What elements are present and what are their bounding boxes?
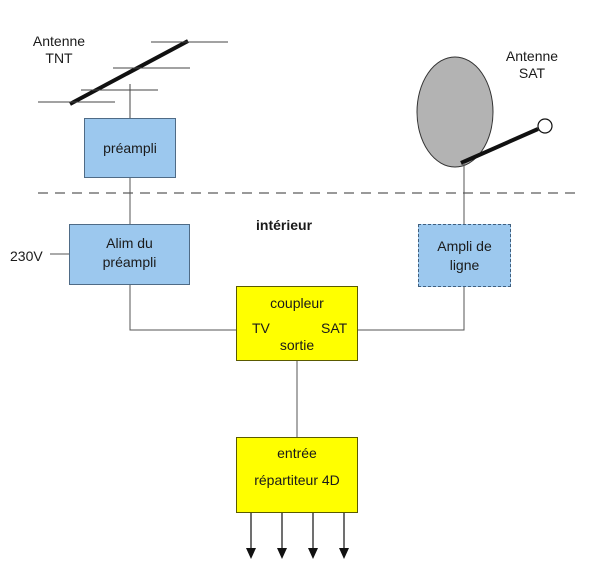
alim-preampli-box: Alim du préampli [69,224,190,285]
coupleur-sat-input: SAT [321,320,348,336]
ampli-ligne-box: Ampli de ligne [418,224,511,287]
satellite-dish-icon [416,56,553,168]
coupleur-sortie: sortie [279,337,315,353]
ampli-line2: ligne [449,257,480,273]
arrow-down-icon [339,513,349,559]
repartiteur-name: répartiteur 4D [254,472,340,488]
power-230v-label: 230V [10,248,43,264]
antenne-sat-line2: SAT [518,65,546,81]
wire-ampli-coupleur [357,287,465,331]
wire-alim-coupleur [129,285,237,331]
antenne-tnt-line1: Antenne [32,33,86,49]
preampli-box: préampli [84,118,176,178]
alim-line2: préampli [102,254,157,270]
alim-line1: Alim du [106,235,153,251]
coupleur-tv-input: TV [252,320,270,336]
preampli-label: préampli [103,140,157,156]
repartiteur-entree: entrée [277,445,317,461]
arrow-down-icon [246,513,256,559]
antenne-tnt-label: Antenne TNT [27,33,91,67]
antenne-tnt-line2: TNT [45,50,73,66]
antenne-sat-label: Antenne SAT [497,48,567,82]
ampli-line1: Ampli de [437,238,492,254]
coupleur-box: coupleur TV SAT sortie [236,286,358,361]
coupleur-title: coupleur [270,295,324,311]
repartiteur-box: entrée répartiteur 4D [236,437,358,513]
tnt-antenna-icon [38,39,228,118]
interieur-label: intérieur [256,217,313,233]
antenne-sat-line1: Antenne [505,48,559,64]
arrow-down-icon [277,513,287,559]
output-arrows [246,513,349,559]
arrow-down-icon [308,513,318,559]
